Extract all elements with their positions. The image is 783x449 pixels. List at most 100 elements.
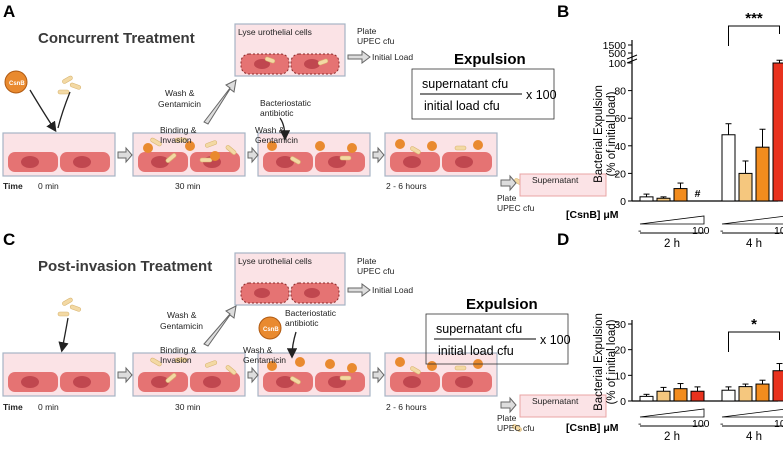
bar xyxy=(721,389,736,402)
bar xyxy=(673,188,688,202)
schematic-post-invasion: Post-invasion Treatment xyxy=(2,252,607,433)
binding-label-2: Invasion xyxy=(160,135,192,145)
dose-label-low: - xyxy=(638,418,642,430)
wash-gent-label-2: Gentamicin xyxy=(160,321,203,331)
well-lyse xyxy=(234,23,346,77)
step-arrow-3 xyxy=(372,146,385,164)
y-tick-label: 0 xyxy=(620,396,626,408)
y-tick-label: 30 xyxy=(614,319,626,331)
y-tick-label: 20 xyxy=(614,168,626,180)
formula-numerator: supernatant cfu xyxy=(422,77,508,91)
panel-label-d: D xyxy=(557,230,569,249)
time-30: 30 min xyxy=(175,181,201,191)
csnb-badge-label: CsnB xyxy=(263,327,279,333)
axis-break xyxy=(626,58,638,64)
bacteriostatic-label-1: Bacteriostatic xyxy=(260,98,312,108)
time-0: 0 min xyxy=(38,402,59,412)
supernatant-box xyxy=(519,173,607,197)
wash2-label-1: Wash & xyxy=(255,125,285,135)
chart-d: Bacterial Expulsion (% of initial load) … xyxy=(566,313,783,443)
formula-box xyxy=(425,313,569,365)
csnb-badge-icon xyxy=(4,70,28,94)
time-0: 0 min xyxy=(38,181,59,191)
bar xyxy=(639,196,654,202)
bacteriostatic-label-2: antibiotic xyxy=(285,318,319,328)
bacteria-addition-arrow xyxy=(58,317,69,353)
initial-load-label: Initial Load xyxy=(372,52,413,62)
y-tick-label: 10 xyxy=(614,370,626,382)
dose-wedge xyxy=(721,408,783,418)
expulsion-heading: Expulsion xyxy=(466,296,538,313)
formula-multiplier: x 100 xyxy=(526,88,557,102)
csnb-badge-icon xyxy=(258,316,282,340)
wash2-label-2: Gentamicin xyxy=(255,135,298,145)
well-0min xyxy=(2,352,116,397)
csnb-molecules xyxy=(143,139,483,161)
plate2-label: Plate xyxy=(497,193,517,203)
plate2-label: Plate xyxy=(497,413,517,423)
significance-label: *** xyxy=(745,10,763,27)
step-arrow-1 xyxy=(117,366,133,384)
dose-label-high: 100 xyxy=(692,225,710,237)
significance-bracket xyxy=(728,331,780,352)
plate-sub-label: UPEC cfu xyxy=(357,36,395,46)
lyse-label: Lyse urothelial cells xyxy=(238,27,312,37)
group-label: 2 h xyxy=(664,238,680,250)
binding-label-1: Binding & xyxy=(160,345,197,355)
y-tick-label: 500 xyxy=(608,48,626,60)
binding-label-1: Binding & xyxy=(160,125,197,135)
panel-label-c: C xyxy=(3,230,15,249)
step-arrow-3 xyxy=(372,366,385,384)
lyse-label: Lyse urothelial cells xyxy=(238,256,312,266)
y-axis-label-2: (% of initial load) xyxy=(606,319,618,404)
step-arrow-4 xyxy=(500,174,517,192)
step-arrow-1 xyxy=(117,146,133,164)
dose-label-high: 100 xyxy=(774,225,783,237)
bacteriostatic-label-1: Bacteriostatic xyxy=(285,308,337,318)
y-tick-label: 80 xyxy=(614,86,626,98)
initial-load-label: Initial Load xyxy=(372,285,413,295)
dose-label-low: - xyxy=(638,225,642,237)
x-axis-title: [CsnB] μM xyxy=(566,422,619,434)
schematic-concurrent: Concurrent Treatment xyxy=(2,23,607,213)
bar xyxy=(673,388,688,402)
significance-label: * xyxy=(751,316,757,333)
dose-label-high: 100 xyxy=(774,418,783,430)
chart-b: Bacterial Expulsion (% of initial load) … xyxy=(566,10,783,250)
y-axis-label: Bacterial Expulsion xyxy=(593,313,605,411)
supernatant-label: Supernatant xyxy=(532,175,579,185)
dose-wedge xyxy=(639,215,705,225)
dose-label-high: 100 xyxy=(692,418,710,430)
wash-gent-label-1: Wash & xyxy=(167,310,197,320)
panel-label-b: B xyxy=(557,2,569,21)
panel-label-a: A xyxy=(3,2,15,21)
bar xyxy=(755,146,770,202)
x-axis-title: [CsnB] μM xyxy=(566,209,619,221)
supernatant-label: Supernatant xyxy=(532,396,579,406)
wash2-label-2: Gentamicin xyxy=(243,355,286,365)
csnb-badge-label: CsnB xyxy=(9,81,25,87)
group-label: 2 h xyxy=(664,431,680,443)
dose-wedge xyxy=(721,215,783,225)
plate2-sub-label: UPEC cfu xyxy=(497,423,535,433)
bar xyxy=(772,62,783,202)
bar xyxy=(738,172,753,202)
well-2-6h xyxy=(384,132,498,177)
bacteria xyxy=(57,297,522,432)
formula-multiplier: x 100 xyxy=(540,333,571,347)
bacteria-addition-arrow xyxy=(57,91,71,129)
bar xyxy=(721,134,736,202)
axis-break xyxy=(626,54,638,60)
y-tick-label: 40 xyxy=(614,141,626,153)
y-axis-label: Bacterial Expulsion xyxy=(593,85,605,183)
bar xyxy=(639,395,654,402)
dose-wedge xyxy=(639,408,705,418)
bar xyxy=(656,390,671,402)
y-tick-label: 60 xyxy=(614,113,626,125)
binding-label-2: Invasion xyxy=(160,355,192,365)
bar xyxy=(772,370,783,402)
supernatant-box xyxy=(519,394,607,418)
wash-arrow-up xyxy=(203,305,237,347)
bar xyxy=(755,383,770,402)
